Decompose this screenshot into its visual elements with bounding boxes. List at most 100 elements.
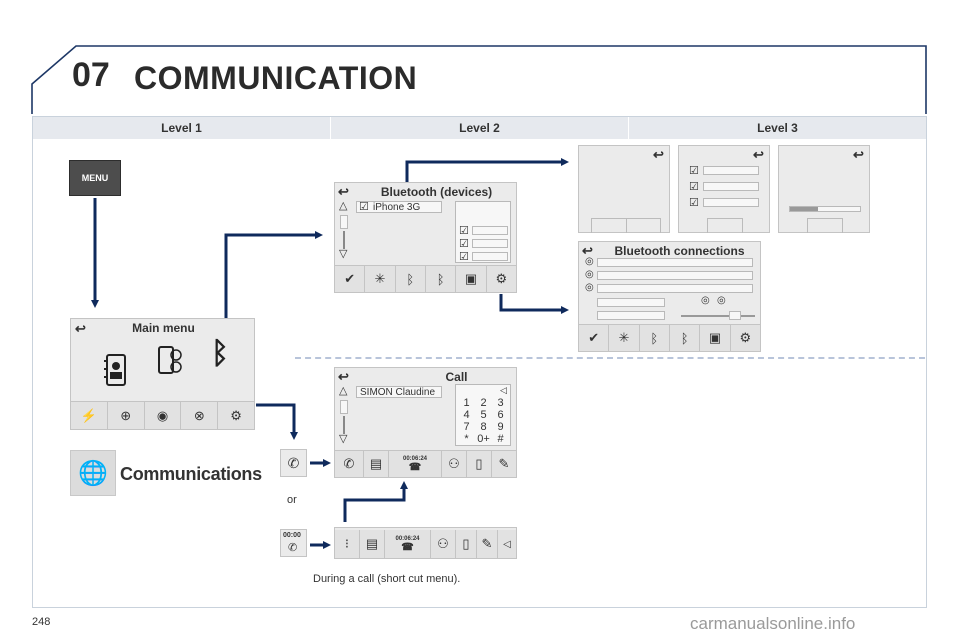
- bluetooth-settings-icon[interactable]: ᛒ: [426, 266, 457, 292]
- call-toolbar: ✆ ▤ 00:06:24 ☎ ⚇ ▯ ✎: [335, 450, 516, 477]
- phone-mode-icon[interactable]: ▯: [456, 530, 477, 558]
- bluetooth-settings-icon[interactable]: ᛒ: [670, 325, 701, 351]
- checkbox-icon[interactable]: ☑: [459, 251, 469, 263]
- contacts-icon[interactable]: ▤: [364, 451, 389, 477]
- scroll-thumb[interactable]: [340, 400, 348, 414]
- conference-icon[interactable]: ⚇: [431, 530, 456, 558]
- shortcut-toolbar: ⁝ ▤ 00:06:24 ☎ ⚇ ▯ ✎ ◁: [335, 530, 516, 558]
- key-star[interactable]: *: [464, 433, 469, 445]
- audio-icon[interactable]: ◉: [145, 402, 182, 429]
- connection-field: [597, 311, 665, 320]
- content-frame: [32, 116, 927, 608]
- shortcut-button[interactable]: 00:00 ✆: [280, 529, 307, 557]
- scroll-up-icon[interactable]: △: [339, 200, 348, 212]
- key-4[interactable]: 4: [463, 409, 470, 421]
- back-icon[interactable]: ↩: [753, 147, 764, 162]
- shortcut-timer: 00:00: [283, 532, 301, 539]
- dialog-button[interactable]: [707, 218, 743, 233]
- key-2[interactable]: 2: [480, 397, 487, 409]
- collapse-icon[interactable]: ◁: [503, 538, 511, 550]
- dialog-button-left[interactable]: [592, 219, 627, 233]
- check-icon[interactable]: ✔: [579, 325, 610, 351]
- slider-handle[interactable]: [729, 311, 741, 320]
- caption: During a call (short cut menu).: [313, 573, 461, 585]
- phone-sync-icon[interactable]: ▣: [700, 325, 731, 351]
- privacy-icon[interactable]: ✎: [498, 456, 510, 471]
- settings-icon[interactable]: ⚙: [495, 271, 508, 286]
- keypad-icon[interactable]: ⁝: [335, 530, 360, 558]
- keypad-panel: ◁ 1 2 3 4 5 6 7 8 9 * 0+ #: [455, 384, 511, 446]
- key-0[interactable]: 0+: [477, 433, 490, 445]
- key-6[interactable]: 6: [497, 409, 504, 421]
- scroll-thumb[interactable]: [340, 215, 348, 229]
- connection-row[interactable]: [597, 258, 753, 267]
- phone-mode-icon[interactable]: ▯: [467, 451, 492, 477]
- settings-icon[interactable]: ⚙: [230, 407, 242, 423]
- contacts-icon: [104, 354, 126, 386]
- back-icon[interactable]: ↩: [75, 321, 86, 336]
- checkbox-icon[interactable]: ☑: [689, 181, 699, 193]
- dialog-button-right[interactable]: [627, 219, 661, 233]
- slider-track: [681, 315, 755, 317]
- check-icon[interactable]: ✔: [335, 266, 366, 292]
- communications-label: Communications: [120, 464, 262, 484]
- contacts-icon[interactable]: ▤: [360, 530, 385, 558]
- option-field: [472, 252, 508, 261]
- dialog-button[interactable]: [807, 218, 843, 233]
- handset-icon[interactable]: ✆: [335, 451, 364, 477]
- key-9[interactable]: 9: [497, 421, 504, 433]
- call-log-cell[interactable]: 00:06:24 ☎: [385, 530, 431, 558]
- scroll-down-icon[interactable]: ▽: [339, 433, 348, 445]
- back-icon[interactable]: ↩: [853, 147, 864, 162]
- backspace-icon[interactable]: ◁: [500, 385, 507, 395]
- search-devices-icon[interactable]: ✳: [365, 266, 396, 292]
- bluetooth-phone-icon[interactable]: ⚡: [71, 402, 108, 429]
- level3-screen-b: ↩ ☑ ☑ ☑: [678, 145, 770, 233]
- or-label: or: [287, 494, 297, 506]
- back-icon[interactable]: ↩: [338, 369, 349, 384]
- settings-icon[interactable]: ⚙: [739, 330, 752, 345]
- back-icon[interactable]: ↩: [582, 243, 593, 258]
- bluetooth-off-icon[interactable]: ᛒ: [396, 266, 426, 292]
- call-log-cell[interactable]: 00:06:24 ☎: [389, 451, 442, 477]
- key-1[interactable]: 1: [463, 397, 470, 409]
- connection-row[interactable]: [597, 284, 753, 293]
- phone-button[interactable]: ✆: [280, 449, 307, 477]
- main-menu-title: Main menu: [132, 321, 195, 335]
- communications-globe-icon[interactable]: 🌐: [70, 450, 116, 496]
- bluetooth-connections-screen: ↩ Bluetooth connections ◎ ◎ ◎ ◎ ◎ ✔ ✳ ᛒ …: [578, 241, 761, 352]
- level3-screen-a: ↩: [578, 145, 670, 233]
- connection-row[interactable]: [597, 271, 753, 280]
- level-header-band: Level 1 Level 2 Level 3: [33, 117, 926, 139]
- level-3-heading: Level 3: [757, 121, 798, 135]
- phone-sync-icon[interactable]: ▣: [456, 266, 487, 292]
- scroll-down-icon[interactable]: ▽: [339, 248, 348, 260]
- globe-icon[interactable]: ⊗: [181, 402, 219, 429]
- checkbox-icon[interactable]: ☑: [689, 197, 699, 209]
- privacy-icon[interactable]: ✎: [477, 530, 498, 558]
- key-3[interactable]: 3: [497, 397, 504, 409]
- search-devices-icon[interactable]: ✳: [609, 325, 640, 351]
- device-options-panel: ☑ ☑ ☑: [455, 201, 511, 263]
- key-hash[interactable]: #: [497, 433, 504, 445]
- bluetooth-off-icon[interactable]: ᛒ: [640, 325, 670, 351]
- checkbox-icon[interactable]: ☑: [459, 238, 469, 250]
- checkbox-icon[interactable]: ☑: [459, 225, 469, 237]
- conference-icon[interactable]: ⚇: [442, 451, 467, 477]
- back-icon[interactable]: ↩: [338, 184, 349, 199]
- back-icon[interactable]: ↩: [653, 147, 664, 162]
- device-row[interactable]: ☑ iPhone 3G: [356, 201, 442, 213]
- menu-button[interactable]: MENU: [69, 160, 121, 196]
- navigation-icon[interactable]: ⊕: [108, 402, 145, 429]
- scroll-up-icon[interactable]: △: [339, 385, 348, 397]
- connection-field: [597, 298, 665, 307]
- checkbox-icon[interactable]: ☑: [689, 165, 699, 177]
- option-field: [703, 166, 759, 175]
- contact-field[interactable]: SIMON Claudine: [356, 386, 442, 398]
- key-5[interactable]: 5: [480, 409, 487, 421]
- progress-fill: [790, 207, 818, 211]
- scroll-track: [343, 231, 345, 249]
- key-8[interactable]: 8: [480, 421, 487, 433]
- chapter-header-frame: [31, 45, 927, 114]
- key-7[interactable]: 7: [463, 421, 470, 433]
